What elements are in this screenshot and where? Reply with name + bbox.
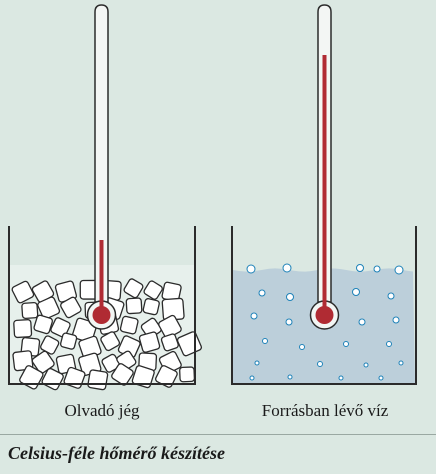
left-beaker-label: Olvadó jég [64,401,140,420]
left-mercury-column [99,240,104,310]
ice-cube [160,333,179,352]
ice-cube [50,317,71,338]
left-thermometer-tube [94,4,109,303]
water-bubbles [246,263,404,381]
bubble [246,264,256,274]
bubble [262,338,268,344]
bubble [254,360,260,366]
right-beaker-label: Forrásban lévő víz [261,401,389,420]
thermometer-diagram [8,4,417,391]
bubble [249,375,255,381]
bubble [363,362,369,368]
bubble [299,344,305,350]
bubble [317,361,323,367]
ice-cube [13,319,33,339]
ice-cube [37,296,61,320]
ice-cube [111,363,134,386]
bubble [398,360,404,366]
bubble [373,265,381,273]
figure-caption: Celsius-féle hőmérő készítése [8,443,225,463]
ice-cube [119,315,139,335]
ice-cube [131,365,155,389]
right-thermometer [309,4,340,330]
ice-cube [143,280,163,300]
ice-cube [179,366,196,383]
bubble [358,318,366,326]
bubble [258,289,266,297]
ice-cube [60,296,82,319]
bubble [286,293,294,301]
bubble [287,374,293,380]
left-mercury-bulb [92,306,111,324]
ice-cube [138,331,161,353]
ice-cube [11,280,35,304]
ice-cube [21,301,39,320]
right-mercury-column [322,55,327,310]
left-thermometer [86,4,117,330]
bubble [356,264,364,272]
bubble [250,312,258,320]
ice-cube [125,297,143,315]
bubble [394,265,404,275]
right-beaker-outline [231,226,417,385]
bubble [282,263,292,273]
ice-cube [100,331,121,352]
left-beaker-outline [8,226,196,385]
bubble [378,375,384,381]
right-mercury-bulb [315,306,334,324]
ice-cube [87,369,109,391]
caption-divider [0,434,436,435]
bubble [387,292,395,300]
bubble [352,288,360,296]
ice-cube [59,332,78,350]
ice-cubes [11,278,203,391]
bubble [285,318,293,326]
ice-cube [142,298,160,316]
ice-cube [123,278,144,299]
bubble [338,375,344,381]
ice-cube [33,314,54,335]
bubble [343,341,349,347]
bubble [386,341,392,347]
bubble [392,316,400,324]
